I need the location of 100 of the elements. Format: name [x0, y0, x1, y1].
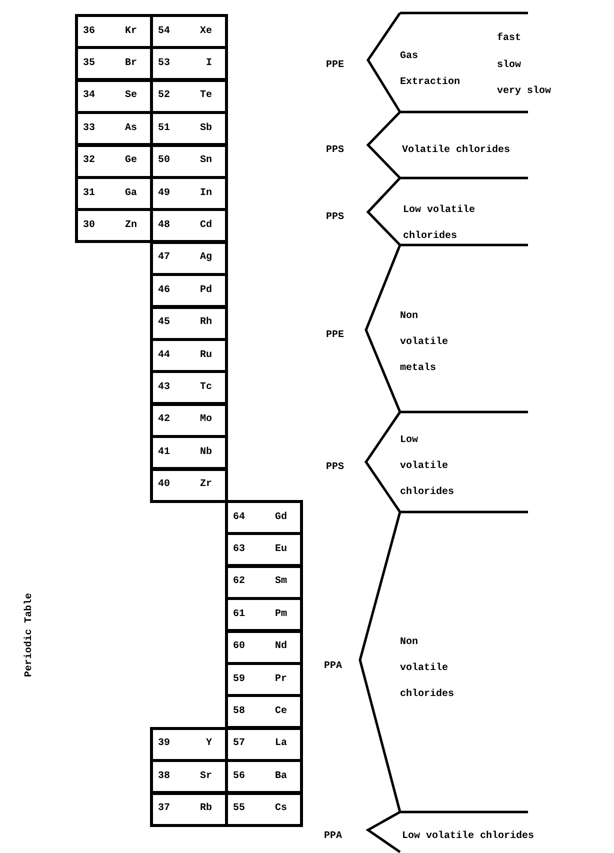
- element-cell: [150, 726, 228, 762]
- element-cell: [150, 306, 228, 341]
- element-symbol: In: [200, 188, 212, 198]
- group-label: Volatile chlorides: [402, 144, 512, 158]
- element-symbol: Ba: [274, 772, 287, 782]
- atomic-number: 61: [233, 610, 246, 620]
- group-label: Gas Extraction: [400, 50, 462, 90]
- element-symbol: Mo: [200, 415, 212, 426]
- element-symbol: Sm: [274, 577, 287, 588]
- atomic-number: 59: [233, 674, 246, 684]
- element-symbol: Ce: [274, 706, 287, 717]
- axis-title: Periodic Table: [25, 592, 35, 680]
- atomic-number: 50: [158, 156, 170, 166]
- atomic-number: 54: [158, 26, 170, 36]
- element-symbol: Tc: [200, 382, 212, 393]
- element-cell: [225, 500, 303, 535]
- element-symbol: Ge: [124, 156, 137, 166]
- group-code: PPS: [326, 461, 346, 475]
- atomic-number: 51: [158, 124, 170, 134]
- element-symbol: Pd: [200, 286, 212, 296]
- element-cell: [225, 597, 303, 632]
- element-symbol: Sb: [200, 124, 212, 134]
- atomic-number: 52: [158, 91, 170, 102]
- atomic-number: 34: [83, 91, 96, 102]
- element-symbol: La: [274, 739, 287, 750]
- atomic-number: 48: [158, 220, 170, 231]
- element-symbol: Y: [206, 739, 212, 750]
- group-label: fast: [497, 32, 522, 46]
- atomic-number: 49: [158, 188, 170, 198]
- element-cell: [225, 532, 303, 568]
- element-symbol: Ag: [200, 253, 212, 264]
- element-cell: [150, 370, 228, 406]
- atomic-number: 53: [158, 58, 170, 69]
- element-cell: [150, 759, 228, 794]
- element-symbol: Br: [124, 58, 137, 69]
- element-symbol: I: [206, 58, 212, 69]
- element-symbol: As: [124, 124, 137, 134]
- element-cell: [75, 208, 153, 244]
- group-code: PPA: [324, 830, 344, 844]
- element-symbol: Te: [200, 91, 212, 102]
- atomic-number: 64: [233, 512, 246, 522]
- atomic-number: 40: [158, 480, 170, 490]
- element-symbol: Eu: [274, 544, 287, 555]
- group-label: Low volatile chlorides: [402, 830, 536, 844]
- element-symbol: Ga: [124, 188, 137, 198]
- atomic-number: 57: [233, 739, 246, 750]
- group-code: PPE: [326, 59, 346, 73]
- group-label: Low volatile chlorides: [400, 434, 456, 500]
- atomic-number: 39: [158, 739, 170, 750]
- atomic-number: 56: [233, 772, 246, 782]
- element-cell: [75, 111, 153, 146]
- group-label: very slow: [497, 84, 552, 99]
- group-label: Non volatile chlorides: [400, 636, 456, 702]
- element-cell: [225, 662, 303, 697]
- element-cell: [225, 759, 303, 794]
- element-symbol: Rh: [200, 318, 212, 328]
- element-cell: [150, 435, 228, 470]
- element-symbol: Sr: [200, 772, 212, 782]
- atomic-number: 46: [158, 286, 170, 296]
- atomic-number: 35: [83, 58, 96, 69]
- group-code: PPS: [326, 211, 346, 225]
- atomic-number: 38: [158, 772, 170, 782]
- element-symbol: Nb: [200, 448, 212, 458]
- element-symbol: Xe: [200, 26, 212, 36]
- atomic-number: 41: [158, 448, 170, 458]
- element-cell: [150, 792, 228, 827]
- atomic-number: 47: [158, 253, 170, 264]
- element-cell: [150, 240, 228, 276]
- element-cell: [225, 630, 303, 665]
- element-symbol: Zr: [200, 480, 212, 490]
- element-cell: [150, 14, 228, 49]
- element-symbol: Ru: [200, 350, 212, 360]
- element-symbol: Zn: [124, 220, 137, 231]
- atomic-number: 43: [158, 382, 170, 393]
- atomic-number: 45: [158, 318, 170, 328]
- element-symbol: Cd: [200, 220, 212, 231]
- element-symbol: Rb: [200, 804, 212, 814]
- group-label: Non volatile metals: [400, 310, 450, 376]
- atomic-number: 37: [158, 804, 170, 814]
- element-cell: [225, 792, 303, 827]
- atomic-number: 36: [83, 26, 96, 36]
- atomic-number: 42: [158, 415, 170, 426]
- atomic-number: 31: [83, 188, 96, 198]
- element-cell: [150, 402, 228, 438]
- group-code: PPS: [326, 144, 346, 158]
- element-symbol: Gd: [274, 512, 287, 522]
- group-code: PPA: [324, 660, 344, 674]
- atomic-number: 58: [233, 706, 246, 717]
- element-cell: [225, 564, 303, 600]
- element-symbol: Cs: [274, 804, 287, 814]
- group-code: PPE: [326, 329, 346, 343]
- element-cell: [75, 46, 153, 82]
- group-label: Low volatile chlorides: [403, 204, 476, 244]
- element-cell: [150, 273, 228, 308]
- atomic-number: 32: [83, 156, 96, 166]
- atomic-number: 62: [233, 577, 246, 588]
- element-cell: [150, 78, 228, 114]
- element-symbol: Nd: [274, 642, 287, 652]
- atomic-number: 63: [233, 544, 246, 555]
- element-symbol: Se: [124, 91, 137, 102]
